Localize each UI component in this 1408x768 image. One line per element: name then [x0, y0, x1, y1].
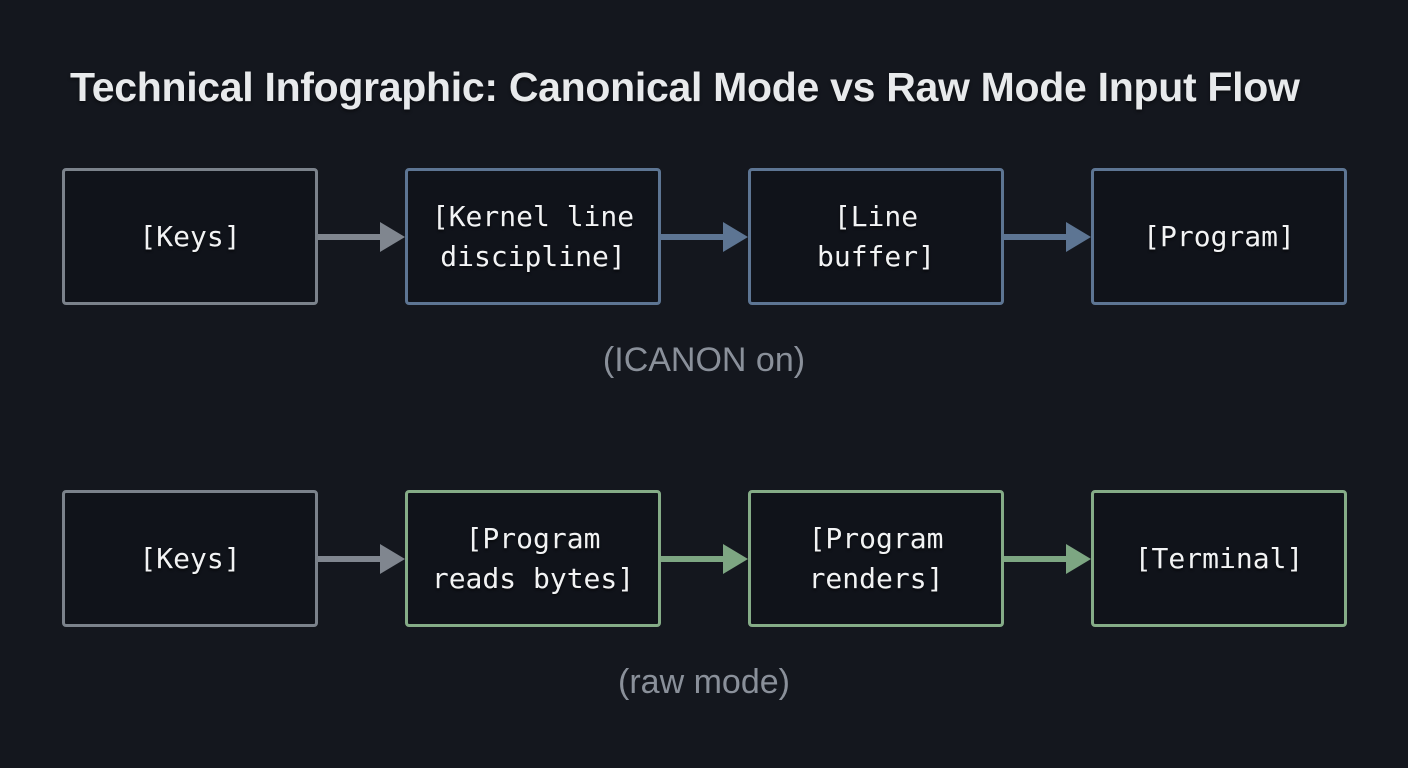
arrow-shaft — [661, 555, 728, 562]
raw-box-keys: [Keys] — [62, 490, 318, 627]
raw-box-program-renders: [Program renders] — [748, 490, 1004, 627]
arrow-head — [380, 543, 405, 574]
arrow-right-icon — [318, 490, 405, 627]
arrow-head — [1066, 543, 1091, 574]
arrow-right-icon — [661, 490, 748, 627]
canonical-box-keys-label: [Keys] — [139, 219, 241, 253]
page-title: Technical Infographic: Canonical Mode vs… — [70, 64, 1300, 110]
arrow-shaft — [1004, 233, 1071, 240]
raw-caption: (raw mode) — [618, 663, 790, 701]
arrow-head — [723, 543, 748, 574]
canonical-box-line-buffer-label: [Line buffer] — [816, 200, 935, 273]
arrow-shaft — [661, 233, 728, 240]
canonical-box-line-buffer: [Line buffer] — [748, 168, 1004, 305]
canonical-box-kernel-line-discipline-label: [Kernel line discipline] — [431, 200, 635, 273]
canonical-box-program: [Program] — [1091, 168, 1347, 305]
raw-box-program-reads-bytes: [Program reads bytes] — [405, 490, 661, 627]
raw-flow-row: [Keys] [Program reads bytes] [Program re… — [62, 490, 1347, 627]
canonical-box-kernel-line-discipline: [Kernel line discipline] — [405, 168, 661, 305]
arrow-shaft — [1004, 555, 1071, 562]
arrow-right-icon — [1004, 168, 1091, 305]
raw-box-keys-label: [Keys] — [139, 541, 241, 575]
canonical-box-keys: [Keys] — [62, 168, 318, 305]
raw-box-program-reads-bytes-label: [Program reads bytes] — [431, 522, 635, 595]
raw-box-terminal-label: [Terminal] — [1134, 541, 1304, 575]
raw-box-program-renders-label: [Program renders] — [808, 522, 944, 595]
arrow-head — [380, 221, 405, 252]
arrow-shaft — [318, 233, 385, 240]
arrow-right-icon — [1004, 490, 1091, 627]
arrow-head — [723, 221, 748, 252]
canonical-caption: (ICANON on) — [602, 341, 806, 379]
arrow-right-icon — [661, 168, 748, 305]
arrow-head — [1066, 221, 1091, 252]
arrow-shaft — [318, 555, 385, 562]
canonical-box-program-label: [Program] — [1143, 219, 1295, 253]
arrow-right-icon — [318, 168, 405, 305]
canonical-flow-row: [Keys] [Kernel line discipline] [Line bu… — [62, 168, 1347, 305]
raw-box-terminal: [Terminal] — [1091, 490, 1347, 627]
